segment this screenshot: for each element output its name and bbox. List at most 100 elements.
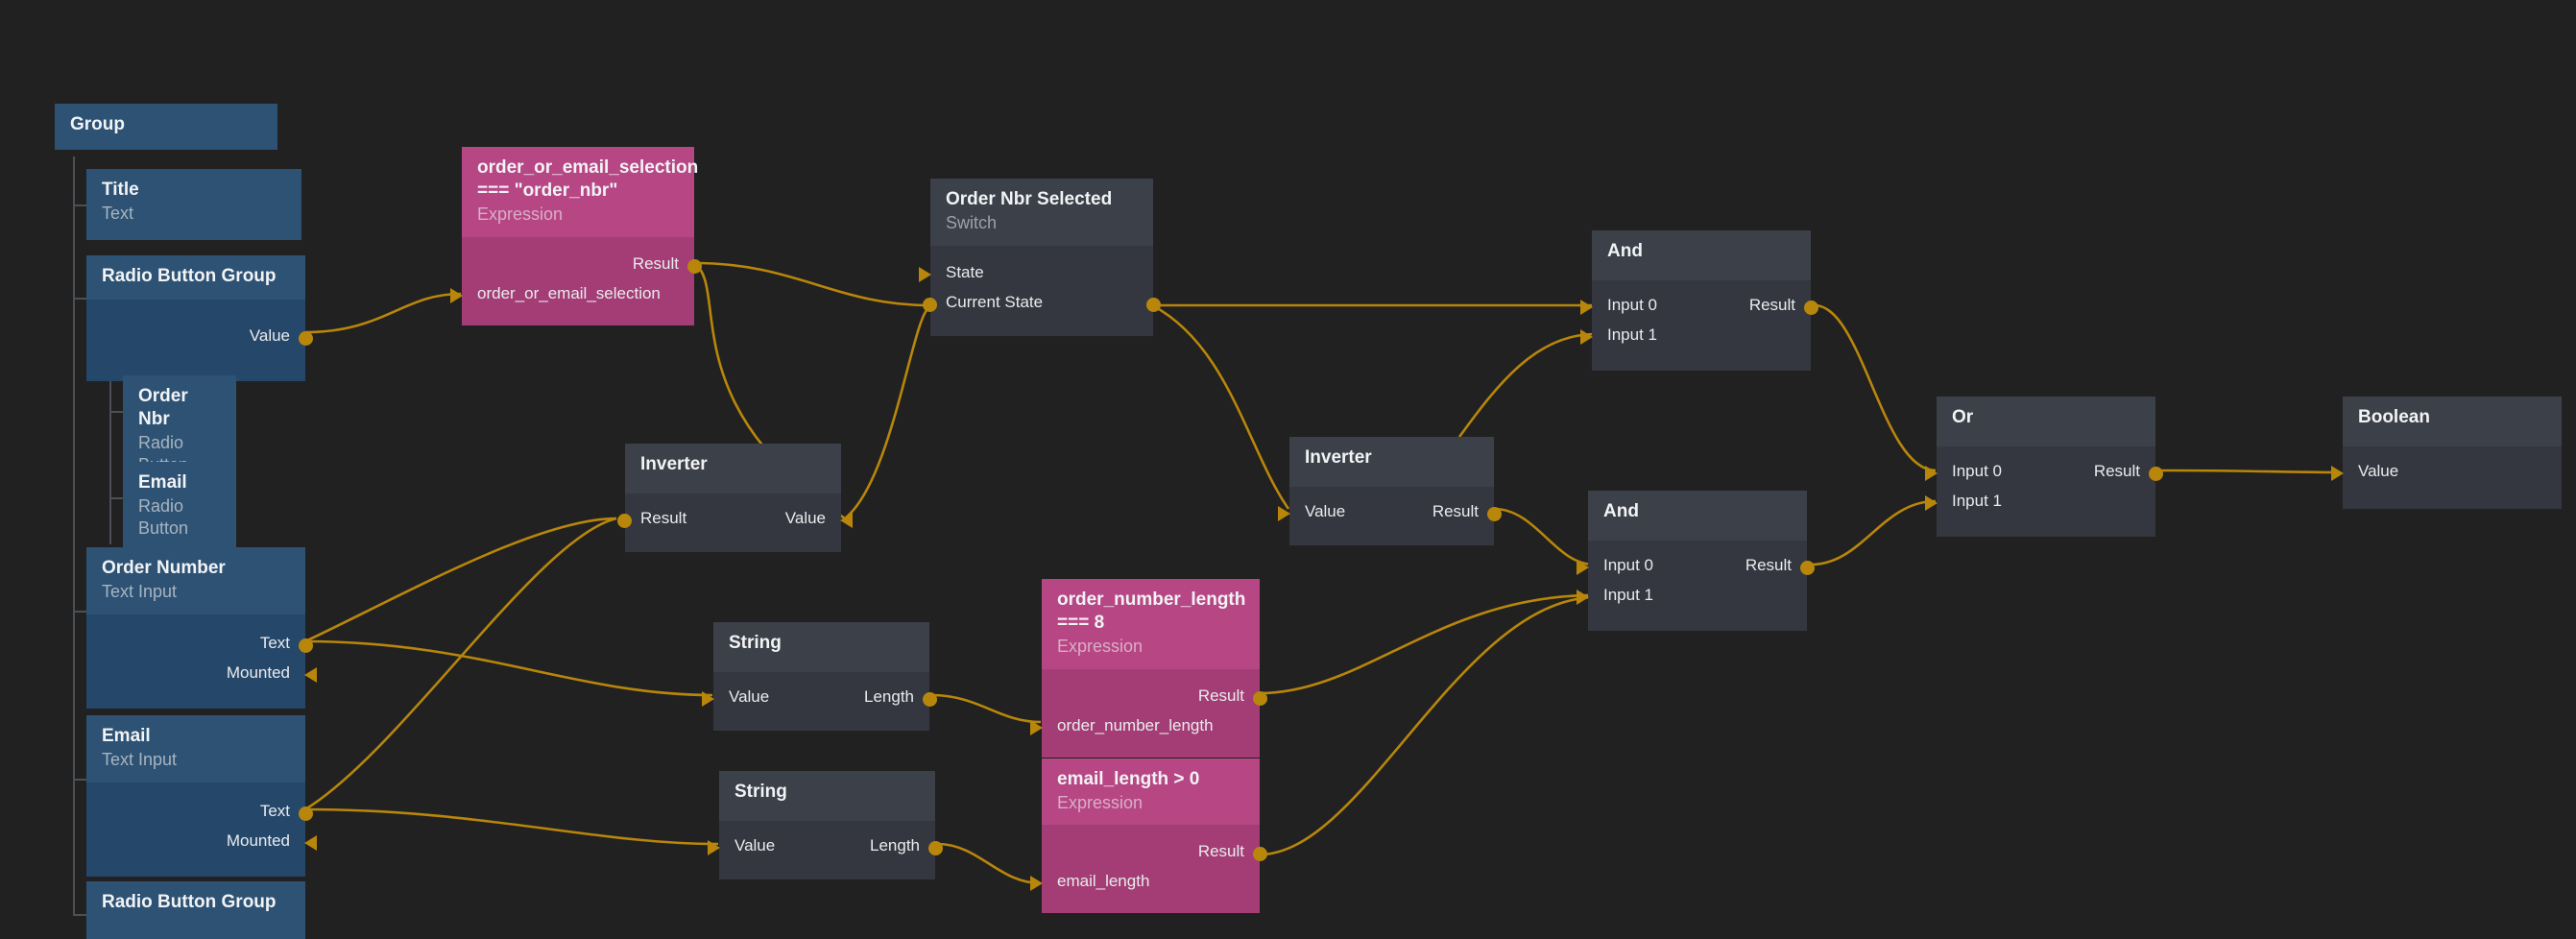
port-label-expr-order-input: order_number_length [1057, 715, 1214, 734]
port-row-email-mounted[interactable]: Mounted [86, 828, 317, 857]
node-radio-button-group-1-title: Radio Button Group [102, 266, 277, 286]
port-dot-and-bottom-result-output[interactable] [1800, 560, 1815, 575]
node-switch-header: Order Nbr Selected Switch [930, 179, 1153, 247]
node-and-top[interactable]: And Input 0 Result Input 1 [1580, 230, 1818, 371]
port-dot-value-output[interactable] [299, 330, 313, 346]
port-row-or-input1[interactable]: Input 1 [1925, 488, 2155, 518]
port-label-string-email-value: Value [734, 835, 776, 855]
node-radio-button-group-2-title: Radio Button Group [102, 892, 277, 912]
port-arrow-or-input1[interactable] [1925, 494, 1938, 511]
node-or[interactable]: Or Input 0 Result Input 1 [1925, 397, 2163, 537]
port-row-and-top-input0[interactable]: Input 0 Result [1580, 292, 1818, 322]
node-expression-email-length[interactable]: email_length > 0 Expression Result email… [1030, 758, 1267, 914]
node-expression-email-length-header: email_length > 0 Expression [1042, 758, 1260, 826]
port-row-value[interactable]: Value [86, 323, 313, 352]
port-dot-switch-current-state-output[interactable] [1146, 298, 1161, 313]
port-arrow-or-input0[interactable] [1925, 465, 1938, 481]
port-dot-text-output[interactable] [299, 638, 313, 654]
port-label-and-bottom-input1: Input 1 [1603, 585, 1653, 604]
node-string-order[interactable]: String Value Length [702, 622, 937, 731]
port-dot-expr-order-result-output[interactable] [1253, 690, 1267, 706]
port-dot-expr-selection-result[interactable] [687, 258, 702, 274]
port-row-switch-current-state[interactable]: Current State [923, 289, 1161, 319]
node-radio-email[interactable]: Email Radio Button [123, 462, 236, 556]
port-arrow-boolean-value-input[interactable] [2331, 465, 2344, 481]
node-string-email[interactable]: String Value Length [708, 771, 943, 879]
port-dot-switch-current-state-input[interactable] [923, 298, 937, 313]
port-label-expr-order-result: Result [1197, 686, 1244, 705]
port-row-expr-email-input[interactable]: email_length [1030, 868, 1260, 898]
port-row-expr-email-result[interactable]: Result [1042, 838, 1267, 868]
port-row-and-bottom-input1[interactable]: Input 1 [1577, 582, 1807, 612]
port-label-switch-current-state: Current State [946, 293, 1044, 312]
port-row-email-text[interactable]: Text [86, 798, 313, 828]
node-radio-button-group-1[interactable]: Radio Button Group Value [86, 255, 313, 381]
port-dot-inverter-left-result-output[interactable] [617, 513, 632, 528]
port-arrow-and-bottom-input1[interactable] [1577, 589, 1589, 605]
port-label-or-result: Result [2093, 461, 2140, 480]
port-dot-inverter-right-result-output[interactable] [1487, 506, 1502, 521]
port-label-string-order-length: Length [864, 686, 914, 706]
node-string-order-body: Value Length [702, 671, 937, 731]
node-switch-order-nbr-selected[interactable]: Order Nbr Selected Switch State Current … [919, 179, 1161, 337]
port-row-boolean-value[interactable]: Value [2331, 458, 2562, 488]
port-row-string-order[interactable]: Value Length [702, 684, 937, 713]
node-boolean[interactable]: Boolean Value [2331, 397, 2562, 509]
port-arrow-expr-email-input[interactable] [1030, 876, 1043, 892]
port-dot-expr-email-result-output[interactable] [1253, 847, 1267, 862]
port-arrow-and-bottom-input0[interactable] [1577, 559, 1589, 575]
port-arrow-inverter-right-value-input[interactable] [1278, 505, 1290, 521]
node-expression-order-length[interactable]: order_number_length === 8 Expression Res… [1030, 579, 1267, 758]
node-expression-selection-header: order_or_email_selection === "order_nbr"… [462, 147, 698, 237]
node-group[interactable]: Group [55, 104, 277, 150]
port-dot-or-result-output[interactable] [2149, 466, 2163, 481]
port-row-inverter-right[interactable]: Value Result [1278, 498, 1502, 528]
port-arrow-inverter-left-value-input[interactable] [840, 512, 853, 528]
node-inverter-left[interactable]: Inverter Result Value [617, 444, 853, 552]
port-row-inverter-left[interactable]: Result Value [617, 505, 853, 535]
port-arrow-expr-selection-input[interactable] [450, 287, 463, 303]
port-label-inverter-left-result: Result [640, 508, 687, 527]
port-row-expr-selection-input[interactable]: order_or_email_selection [450, 280, 694, 310]
port-row-and-top-input1[interactable]: Input 1 [1580, 322, 1811, 351]
port-row-text[interactable]: Text [86, 630, 313, 660]
port-dot-string-email-length-output[interactable] [928, 840, 943, 855]
tree-line-vertical-radio [109, 376, 111, 544]
node-inverter-right[interactable]: Inverter Value Result [1278, 437, 1502, 545]
port-row-expr-order-input[interactable]: order_number_length [1030, 712, 1260, 742]
port-label-text: Text [259, 634, 290, 653]
port-arrow-string-email-value-input[interactable] [708, 839, 720, 855]
node-switch-title: Order Nbr Selected [946, 189, 1113, 209]
port-dot-string-order-length-output[interactable] [923, 691, 937, 707]
node-string-email-title: String [734, 782, 787, 802]
node-and-bottom[interactable]: And Input 0 Result Input 1 [1577, 491, 1815, 631]
port-row-switch-state[interactable]: State [919, 259, 1153, 289]
node-email-input[interactable]: Email Text Input Text Mounted [86, 715, 317, 878]
port-row-mounted[interactable]: Mounted [86, 660, 317, 689]
port-arrow-switch-state-input[interactable] [919, 267, 931, 283]
node-and-top-header: And [1592, 230, 1811, 280]
port-row-expr-selection-result[interactable]: Result [462, 251, 702, 280]
node-expression-selection[interactable]: order_or_email_selection === "order_nbr"… [450, 147, 702, 325]
port-arrow-and-top-input0[interactable] [1580, 299, 1593, 315]
node-order-number-input[interactable]: Order Number Text Input Text Mounted [86, 547, 317, 710]
port-row-and-bottom-input0[interactable]: Input 0 Result [1577, 552, 1815, 582]
port-row-string-email[interactable]: Value Length [708, 832, 943, 862]
node-title-text[interactable]: Title Text [86, 169, 301, 241]
node-radio-button-group-2[interactable]: Radio Button Group [86, 881, 305, 939]
port-arrow-email-mounted-input[interactable] [304, 835, 317, 852]
node-radio-button-group-1-header: Radio Button Group [86, 255, 305, 300]
port-row-expr-order-result[interactable]: Result [1042, 683, 1267, 712]
node-switch-body: State Current State [919, 246, 1161, 337]
port-arrow-and-top-input1[interactable] [1580, 328, 1593, 345]
port-row-or-input0[interactable]: Input 0 Result [1925, 458, 2163, 488]
port-arrow-string-order-value-input[interactable] [702, 690, 714, 707]
port-arrow-expr-order-input[interactable] [1030, 719, 1043, 735]
port-dot-email-text-output[interactable] [299, 807, 313, 822]
node-expression-email-length-body: Result email_length [1030, 825, 1267, 914]
port-arrow-mounted-input[interactable] [304, 667, 317, 684]
port-label-email-text: Text [259, 802, 290, 821]
port-dot-and-top-result-output[interactable] [1804, 300, 1818, 315]
